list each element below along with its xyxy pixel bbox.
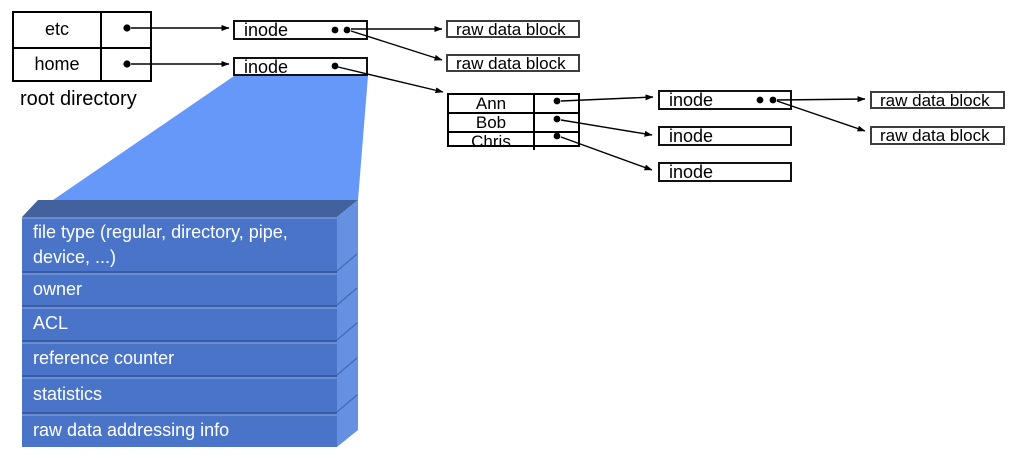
- pointer-cell-etc: [102, 13, 150, 47]
- home-directory-table: Ann Bob Chris: [447, 93, 580, 150]
- directory-entry-ann: Ann: [449, 95, 535, 112]
- root-directory-caption: root directory: [20, 88, 137, 110]
- directory-entry-chris: Chris: [449, 131, 535, 150]
- raw-data-block-etc-2: raw data block: [446, 54, 580, 72]
- pointer-cell-bob: [535, 112, 578, 131]
- stack-field-reference-counter: reference counter: [22, 340, 337, 375]
- stack-side-face: [337, 200, 358, 447]
- directory-entry-bob: Bob: [449, 112, 535, 131]
- inode-box-etc: inode: [233, 20, 368, 40]
- inode-box-bob: inode: [658, 126, 792, 146]
- stack-field-statistics: statistics: [22, 375, 337, 412]
- stack-side-dividers: [336, 253, 358, 413]
- inode-detail-stack: file type (regular, directory, pipe, dev…: [22, 217, 337, 447]
- pointer-cell-ann: [535, 95, 578, 112]
- pointer-cell-chris: [535, 131, 578, 150]
- raw-data-block-etc-1: raw data block: [446, 20, 580, 38]
- raw-data-block-ann-2: raw data block: [870, 126, 1005, 145]
- inode-box-home: inode: [233, 57, 368, 76]
- directory-entry-home: home: [14, 46, 102, 80]
- inode-box-ann: inode: [658, 90, 792, 110]
- stack-field-owner: owner: [22, 271, 337, 305]
- raw-data-block-ann-1: raw data block: [870, 91, 1005, 109]
- zoom-funnel: [53, 76, 368, 200]
- stack-field-file-type: file type (regular, directory, pipe, dev…: [22, 217, 337, 271]
- stack-field-raw-data-addressing: raw data addressing info: [22, 412, 337, 447]
- stack-field-acl: ACL: [22, 305, 337, 340]
- stack-top-face: [22, 200, 358, 217]
- root-directory-table: etc home: [12, 11, 152, 82]
- inode-box-chris: inode: [658, 162, 792, 182]
- pointer-cell-home: [102, 46, 150, 81]
- directory-entry-etc: etc: [14, 13, 102, 47]
